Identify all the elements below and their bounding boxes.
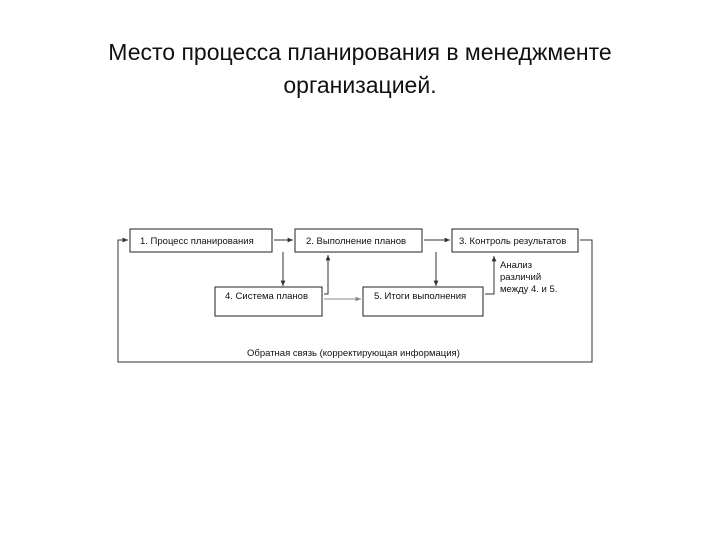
title-line-2: организацией. [283, 72, 437, 98]
feedback-label: Обратная связь (корректирующая информаци… [247, 348, 460, 359]
box-planning: 1. Процесс планирования [129, 228, 274, 254]
arrow-system-to-execution [322, 254, 331, 295]
title-line-1: Место процесса планирования в менеджмент… [108, 39, 612, 65]
analysis-note-line-1: Анализ [500, 260, 532, 271]
box-execution: 2. Выполнение планов [294, 228, 424, 254]
box-control: 3. Контроль результатов [451, 228, 580, 254]
box-results-label: 5. Итоги выполнения [374, 291, 466, 302]
analysis-note-line-3: между 4. и 5. [500, 284, 557, 295]
box-execution-label: 2. Выполнение планов [306, 236, 406, 247]
box-planning-label: 1. Процесс планирования [140, 236, 254, 247]
box-system: 4. Система планов [214, 286, 324, 318]
box-control-label: 3. Контроль результатов [459, 236, 566, 247]
feedback-loop-line [117, 237, 593, 363]
analysis-note-line-2: различий [500, 272, 541, 283]
box-system-label: 4. Система планов [225, 291, 308, 302]
slide-title: Место процесса планирования в менеджмент… [40, 36, 680, 102]
box-results: 5. Итоги выполнения [362, 286, 485, 318]
arrow-results-to-control [484, 255, 497, 295]
